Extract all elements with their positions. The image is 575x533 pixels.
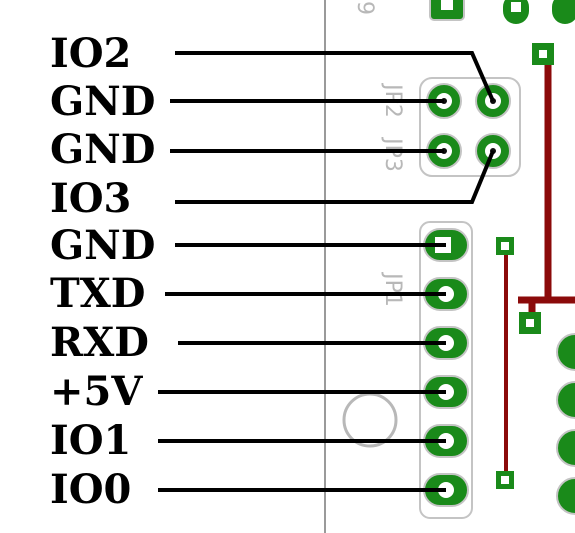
right-pad-2 (556, 381, 575, 419)
pin-label: IO1 (50, 417, 131, 464)
silk-jp1: JP1 (380, 271, 405, 307)
jp1-outline (419, 221, 473, 519)
header-jp2-jp3 (419, 77, 521, 177)
leader-lines (158, 51, 495, 492)
pin-labels: IO2 GND GND IO3 GND TXD RXD +5V IO1 IO0 (50, 30, 155, 513)
mounting-hole (342, 392, 398, 448)
pin-label: RXD (50, 319, 149, 366)
square-vias (496, 43, 554, 489)
silk-jp3: JP3 (380, 136, 405, 172)
silk-top-digit: 9 (352, 1, 377, 15)
pin-label: TXD (50, 270, 146, 317)
jp2-jp3-outline (419, 77, 521, 177)
silkscreen-labels: 9 JP2 JP3 JP1 (352, 1, 405, 307)
leader-io2 (175, 51, 495, 102)
pin-label: IO3 (50, 175, 131, 222)
right-pad-3 (556, 429, 575, 467)
top-partial-pads (429, 0, 575, 24)
pin-label: GND (50, 78, 155, 125)
pin-label: +5V (50, 368, 143, 415)
right-pad-4 (556, 477, 575, 515)
pin-label: IO0 (50, 466, 131, 513)
jp1-pads (423, 228, 469, 507)
right-pad-1 (556, 333, 575, 371)
pin-label: GND (50, 222, 155, 269)
right-edge-pads (556, 333, 575, 515)
pad-top-oval-2 (552, 0, 575, 24)
pin-label: GND (50, 126, 155, 173)
pin-label: IO2 (50, 30, 131, 77)
copper-traces (504, 55, 575, 480)
leader-io3 (175, 150, 495, 204)
header-jp1 (419, 221, 473, 519)
